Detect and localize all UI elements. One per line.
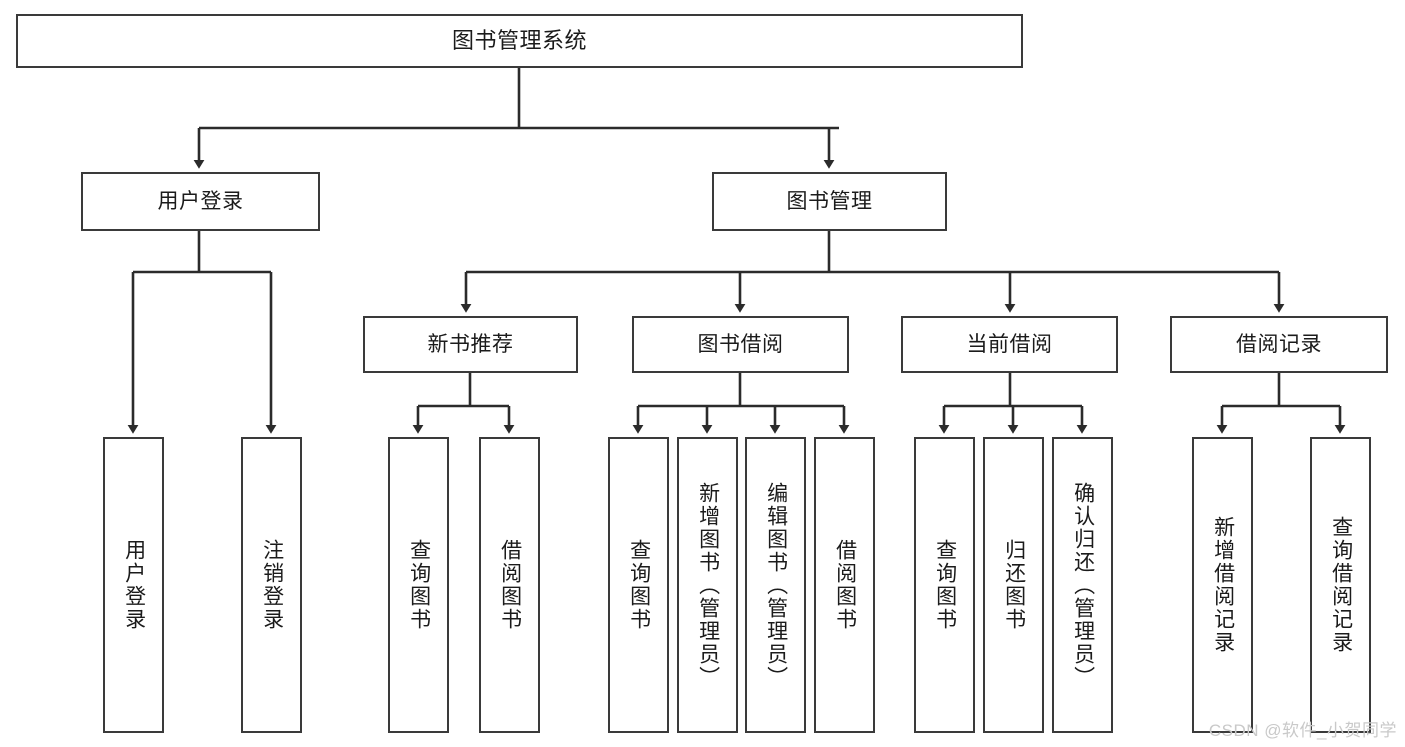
- node-label: 归还图书: [1002, 539, 1026, 631]
- leaf-query-book-borrow[interactable]: 查询图书: [608, 437, 669, 733]
- leaf-add-book-admin[interactable]: 新增图书（管理员）: [677, 437, 738, 733]
- node-label: 图书借阅: [697, 332, 784, 356]
- leaf-add-borrow-record[interactable]: 新增借阅记录: [1192, 437, 1253, 733]
- node-label: 借阅记录: [1236, 332, 1322, 356]
- node-label: 查询图书: [627, 539, 651, 631]
- node-label: 用户登录: [157, 189, 244, 213]
- leaf-confirm-return-admin[interactable]: 确认归还（管理员）: [1052, 437, 1113, 733]
- node-label: 编辑图书（管理员）: [764, 481, 788, 689]
- leaf-user-login[interactable]: 用户登录: [103, 437, 164, 733]
- leaf-query-borrow-record[interactable]: 查询借阅记录: [1310, 437, 1371, 733]
- node-label: 当前借阅: [966, 332, 1053, 356]
- node-root-book-management-system[interactable]: 图书管理系统: [16, 14, 1023, 68]
- leaf-edit-book-admin[interactable]: 编辑图书（管理员）: [745, 437, 806, 733]
- node-label: 借阅图书: [833, 539, 857, 631]
- node-user-login[interactable]: 用户登录: [81, 172, 320, 231]
- node-label: 新书推荐: [427, 332, 514, 356]
- node-current-borrow[interactable]: 当前借阅: [901, 316, 1118, 373]
- leaf-query-book-new-recommend[interactable]: 查询图书: [388, 437, 449, 733]
- node-borrow-record[interactable]: 借阅记录: [1170, 316, 1388, 373]
- node-label: 图书管理: [786, 189, 873, 213]
- node-label: 查询借阅记录: [1329, 516, 1353, 654]
- node-label: 注销登录: [260, 539, 284, 631]
- node-label: 查询图书: [933, 539, 957, 631]
- node-label: 新增借阅记录: [1211, 516, 1235, 654]
- node-book-management[interactable]: 图书管理: [712, 172, 947, 231]
- leaf-borrow-book-borrow[interactable]: 借阅图书: [814, 437, 875, 733]
- node-label: 图书管理系统: [451, 27, 587, 53]
- node-label: 新增图书（管理员）: [696, 481, 720, 689]
- watermark-text: CSDN @软件_小贺同学: [1208, 721, 1397, 740]
- leaf-borrow-book-new-recommend[interactable]: 借阅图书: [479, 437, 540, 733]
- node-label: 借阅图书: [498, 539, 522, 631]
- node-label: 用户登录: [122, 539, 146, 631]
- leaf-logout-login[interactable]: 注销登录: [241, 437, 302, 733]
- leaf-query-book-current[interactable]: 查询图书: [914, 437, 975, 733]
- node-new-book-recommend[interactable]: 新书推荐: [363, 316, 578, 373]
- node-label: 确认归还（管理员）: [1071, 481, 1095, 689]
- leaf-return-book[interactable]: 归还图书: [983, 437, 1044, 733]
- node-label: 查询图书: [407, 539, 431, 631]
- node-book-borrow[interactable]: 图书借阅: [632, 316, 849, 373]
